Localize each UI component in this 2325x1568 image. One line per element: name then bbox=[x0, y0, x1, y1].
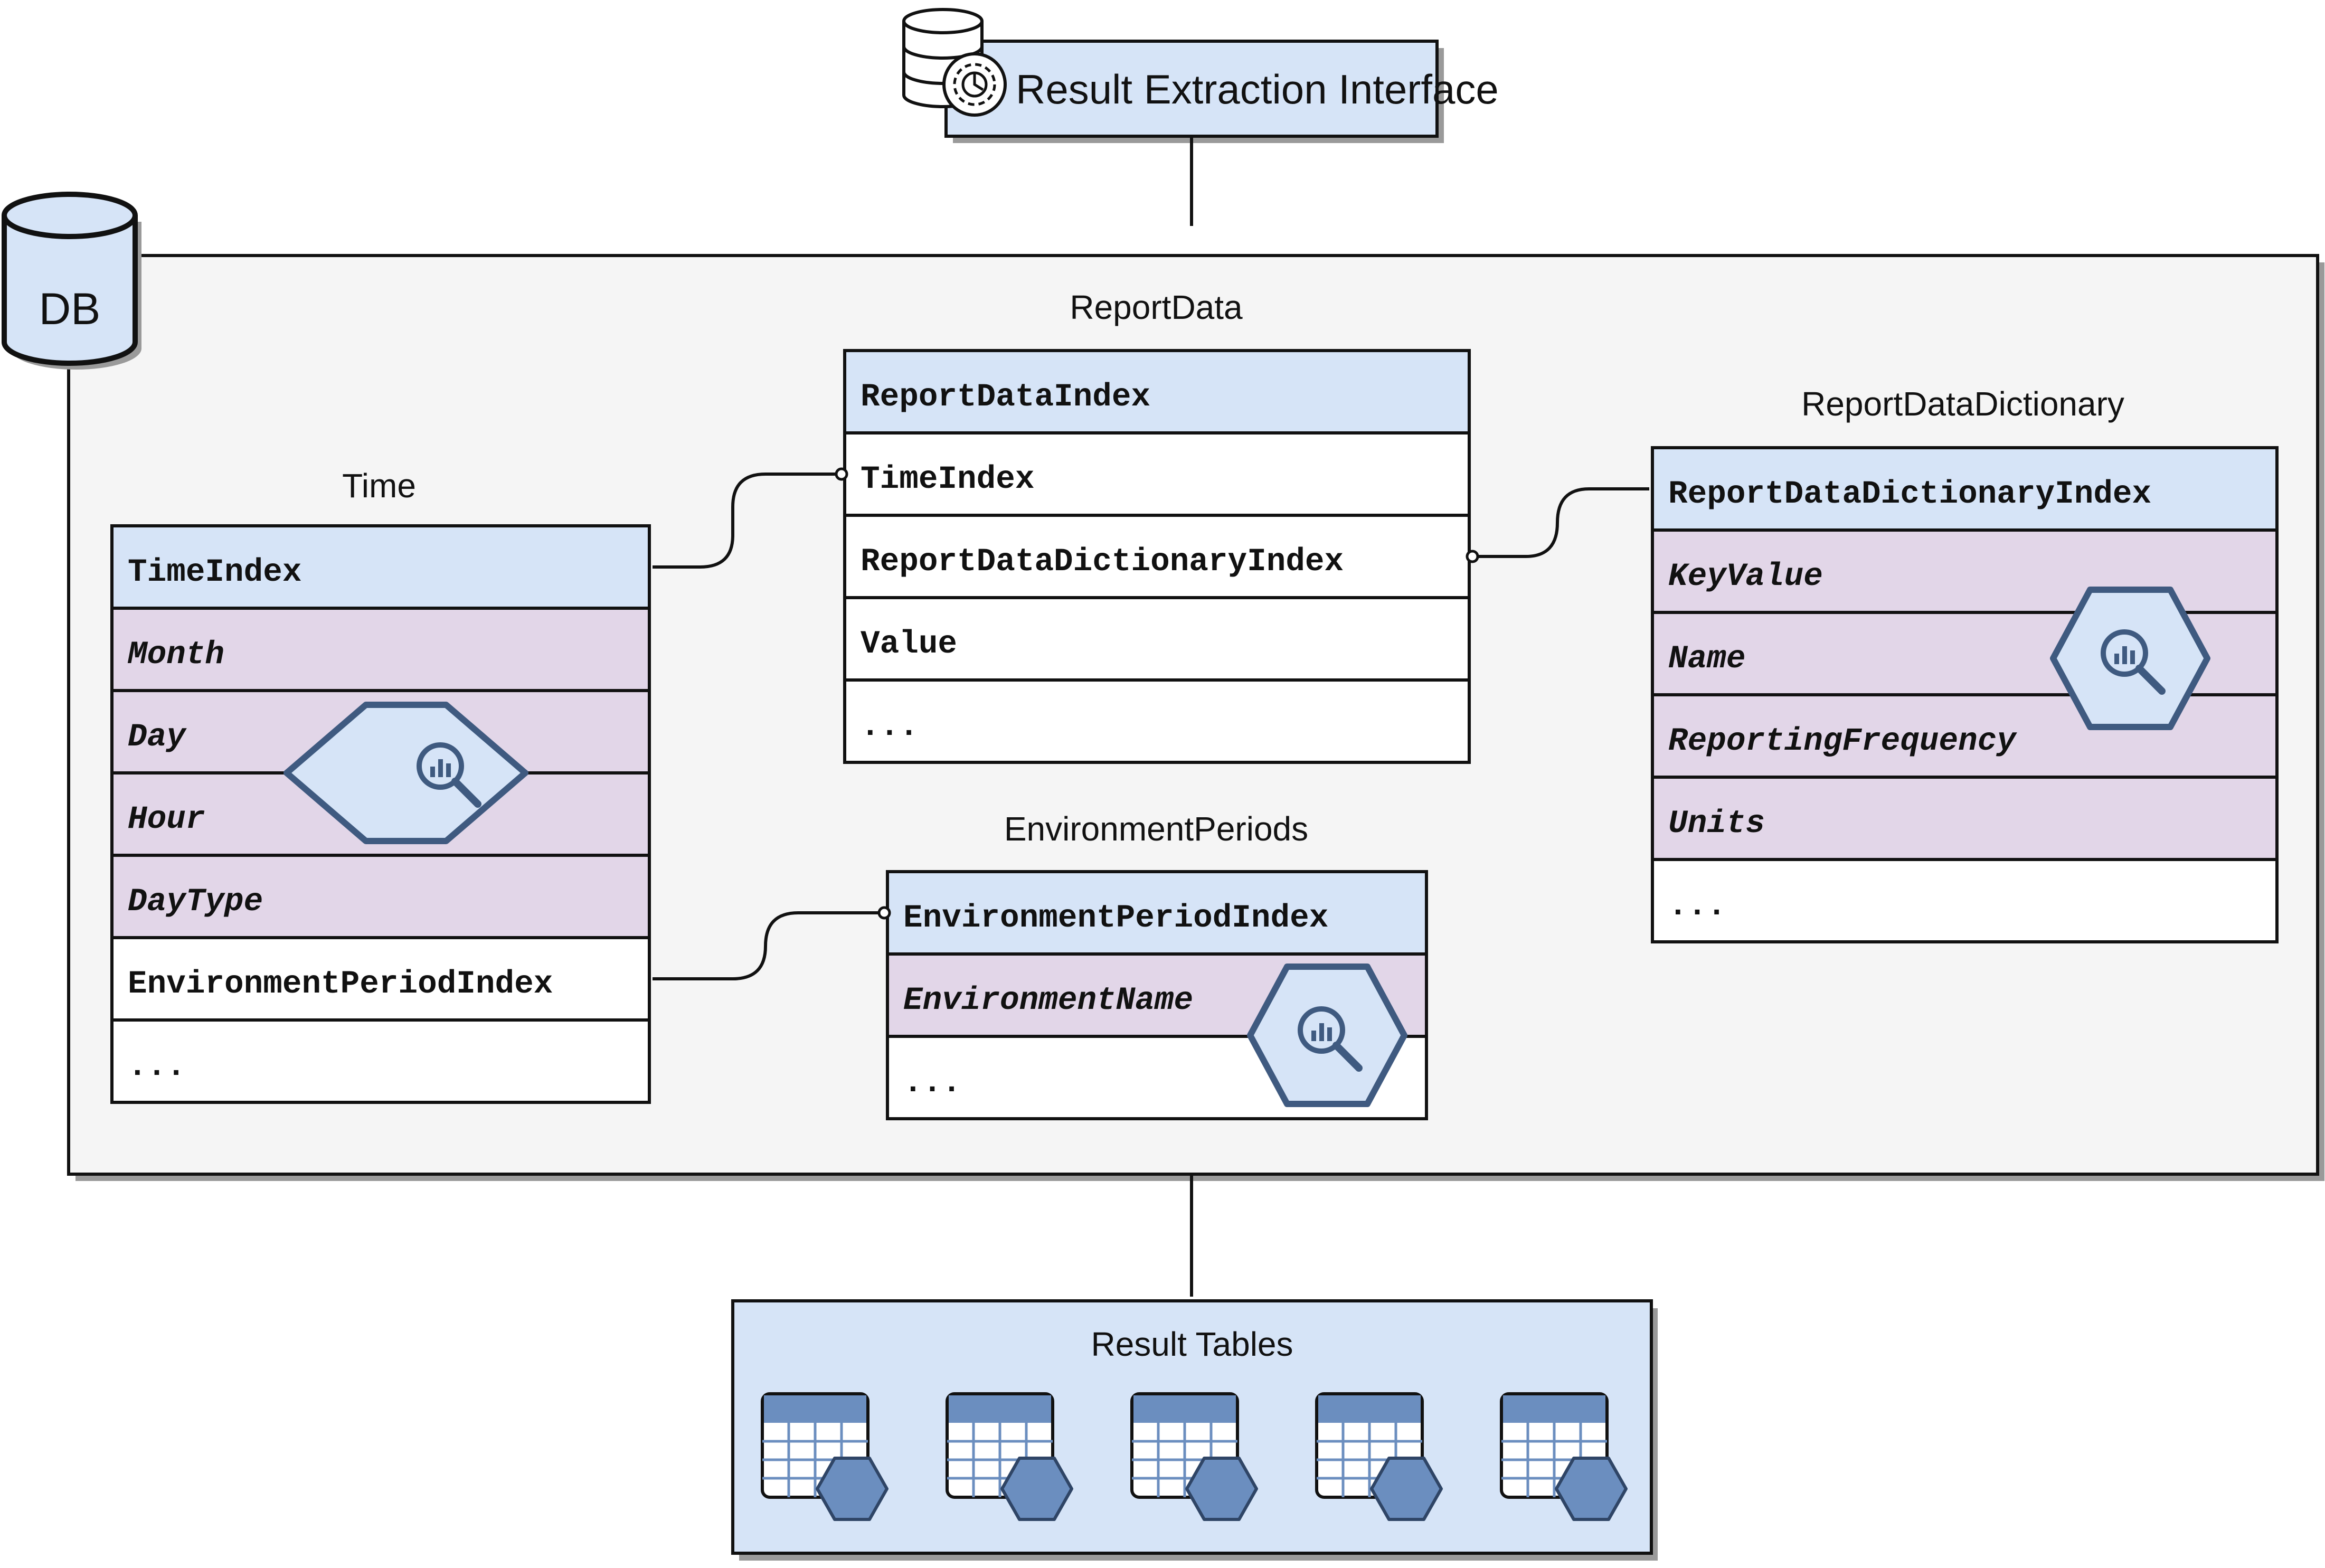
table-hexagon-icon bbox=[1315, 1392, 1443, 1521]
environment-periods-title: EnvironmentPeriods bbox=[1004, 810, 1308, 848]
table-row bbox=[843, 349, 1471, 434]
field-environment-period-index: EnvironmentPeriodIndex bbox=[903, 900, 1328, 937]
field-day-type: DayType bbox=[128, 884, 263, 920]
field-value: Value bbox=[861, 626, 957, 663]
field-day: Day bbox=[128, 719, 187, 755]
connector-environment-period-index bbox=[653, 911, 881, 980]
analytics-search-icon bbox=[1247, 964, 1407, 1107]
analytics-search-icon bbox=[2050, 587, 2210, 730]
field-environment-name: EnvironmentName bbox=[903, 983, 1193, 1019]
table-hexagon-icon bbox=[761, 1392, 889, 1521]
field-ellipsis: ... bbox=[903, 1065, 961, 1101]
table-row bbox=[110, 607, 651, 692]
field-reporting-frequency: ReportingFrequency bbox=[1668, 723, 2017, 760]
table-hexagon-icon bbox=[1130, 1392, 1258, 1521]
table-row bbox=[886, 870, 1428, 956]
table-row bbox=[110, 1018, 651, 1104]
report-data-title: ReportData bbox=[1070, 288, 1243, 326]
result-tables-icons bbox=[761, 1392, 1628, 1521]
field-time-index: TimeIndex bbox=[861, 461, 1034, 498]
field-name: Name bbox=[1668, 641, 1745, 677]
connector-time-index bbox=[653, 473, 838, 569]
field-time-index: TimeIndex bbox=[128, 554, 301, 591]
field-ellipsis: ... bbox=[861, 709, 919, 745]
table-hexagon-icon bbox=[1500, 1392, 1628, 1521]
environment-periods-table: EnvironmentPeriodIndex EnvironmentName .… bbox=[886, 870, 1428, 1120]
report-data-dictionary-title: ReportDataDictionary bbox=[1801, 385, 2124, 423]
field-units: Units bbox=[1668, 806, 1765, 842]
report-data-dictionary-table: ReportDataDictionaryIndex KeyValue Name … bbox=[1651, 446, 2279, 943]
table-row bbox=[110, 854, 651, 939]
table-row bbox=[1651, 446, 2279, 532]
analytics-search-icon bbox=[283, 702, 528, 844]
report-data-table: ReportDataIndex TimeIndex ReportDataDict… bbox=[843, 349, 1471, 764]
table-row bbox=[1651, 858, 2279, 943]
result-tables-box: Result Tables bbox=[731, 1299, 1658, 1561]
field-report-data-dictionary-index: ReportDataDictionaryIndex bbox=[1668, 476, 2151, 513]
time-title: Time bbox=[342, 467, 416, 505]
table-row bbox=[1651, 776, 2279, 861]
result-tables-title: Result Tables bbox=[1091, 1325, 1293, 1363]
relationship-connectors bbox=[653, 467, 1649, 980]
field-environment-period-index: EnvironmentPeriodIndex bbox=[128, 966, 553, 1003]
field-month: Month bbox=[127, 637, 224, 673]
field-ellipsis: ... bbox=[1668, 888, 1726, 924]
field-report-data-dictionary-index: ReportDataDictionaryIndex bbox=[861, 544, 1344, 580]
field-key-value: KeyValue bbox=[1668, 559, 1823, 595]
table-row bbox=[110, 524, 651, 610]
time-table: TimeIndex Month Day Hour DayType Environ… bbox=[110, 524, 651, 1104]
table-row bbox=[843, 678, 1471, 764]
db-label: DB bbox=[39, 284, 101, 334]
field-hour: Hour bbox=[128, 801, 205, 838]
db-cylinder: DB bbox=[2, 192, 141, 370]
result-extraction-interface: Result Extraction Interface bbox=[902, 8, 1499, 143]
field-ellipsis: ... bbox=[128, 1049, 186, 1085]
connector-report-data-dictionary-index bbox=[1476, 487, 1649, 558]
header-title: Result Extraction Interface bbox=[1016, 66, 1499, 112]
table-hexagon-icon bbox=[946, 1392, 1073, 1521]
database-gear-icon bbox=[902, 8, 1007, 117]
table-row bbox=[843, 596, 1471, 682]
field-report-data-index: ReportDataIndex bbox=[861, 379, 1150, 415]
